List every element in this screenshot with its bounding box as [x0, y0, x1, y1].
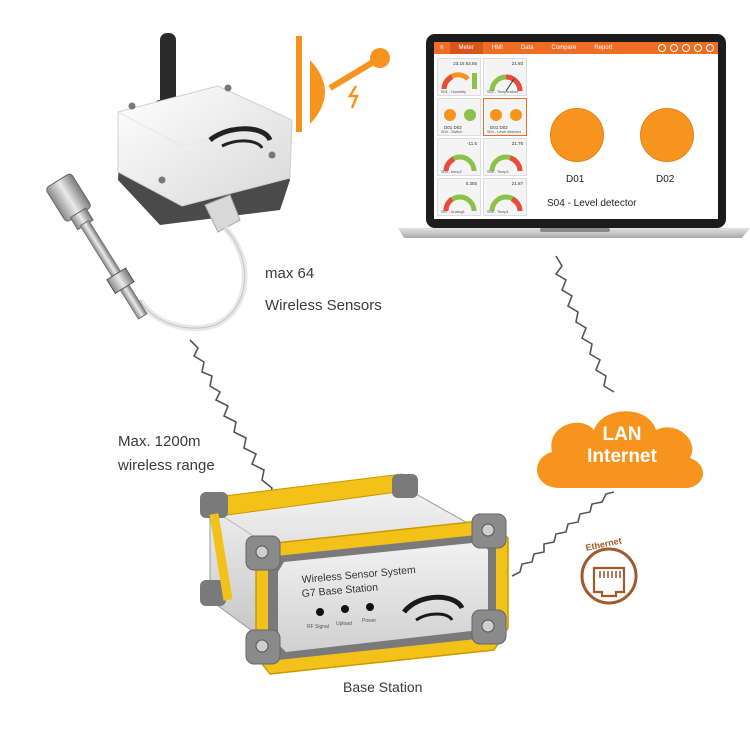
led-label-rf: RF Signal: [307, 624, 329, 630]
wireless-sensor-device: [46, 33, 293, 332]
power-led: [366, 603, 374, 611]
range-label-line2: wireless range: [118, 457, 215, 474]
detector-title: S04 - Level detector: [547, 198, 637, 209]
level-detector-panel: D01 D02: [534, 58, 718, 219]
cloud-label-internet: Internet: [587, 446, 657, 467]
detector-output-d02-label: D02: [656, 174, 675, 185]
laptop-screen: ≡ Meter HMI Data Compare Report 23.15 53…: [434, 42, 718, 219]
tab-compare[interactable]: Compare: [551, 45, 577, 51]
sensor-tile-temperature[interactable]: 21.93 S02 - Temperature: [483, 58, 527, 96]
led-label-upload: Upload: [336, 621, 352, 627]
menu-icon[interactable]: ≡: [440, 45, 444, 51]
sensor-tile-temp4[interactable]: 21.87 S08 - Temp4: [483, 178, 527, 216]
sensor-tile-humidity[interactable]: 23.15 53.56 S01 - Humidity: [437, 58, 481, 96]
sensors-count-label: max 64: [265, 265, 315, 282]
wireless-sensors-label: Wireless Sensors: [265, 297, 382, 314]
tab-data[interactable]: Data: [520, 45, 534, 51]
rf-signal-led: [316, 608, 324, 616]
base-station-device: Wireless Sensor System G7 Base Station R…: [200, 473, 509, 675]
wireless-signal-line: [189, 339, 281, 505]
base-station-label: Base Station: [343, 679, 423, 695]
detector-output-d02-indicator: [640, 108, 694, 162]
range-label-line1: Max. 1200m: [118, 433, 201, 450]
sensor-tile-temp3[interactable]: 21.75 S06 - Temp3: [483, 138, 527, 176]
brand-logo: [402, 594, 465, 614]
sensor-tile-analog1[interactable]: 0.355 S07 - Analog1: [437, 178, 481, 216]
sensor-tile-level-detector[interactable]: D01 D02 S04 - Level detector: [483, 98, 527, 136]
led-label-power: Power: [362, 618, 377, 624]
sensor-tile-temp2[interactable]: -11.5 S05 - temp2: [437, 138, 481, 176]
tab-hmi[interactable]: HMI: [491, 45, 503, 51]
settings-icon[interactable]: [682, 44, 690, 52]
tab-meter[interactable]: Meter: [449, 42, 483, 54]
sensor-tile-switch[interactable]: D01 D02 S04 - Switch: [437, 98, 481, 136]
cloud-text: LAN Internet: [548, 424, 696, 468]
camera-icon[interactable]: [670, 44, 678, 52]
alarm-icon[interactable]: [706, 44, 714, 52]
upload-led: [341, 605, 349, 613]
clock-icon[interactable]: [658, 44, 666, 52]
tab-report[interactable]: Report: [594, 45, 613, 51]
detector-output-d01-indicator: [550, 108, 604, 162]
ethernet-signal-line: [511, 491, 615, 577]
lan-internet-cloud: [537, 411, 704, 489]
level-switch-icon: [296, 36, 390, 132]
temperature-unit-icon[interactable]: [694, 44, 702, 52]
detector-output-d01-label: D01: [566, 174, 585, 185]
laptop-signal-line: [554, 255, 615, 393]
app-nav-bar: ≡ Meter HMI Data Compare Report: [434, 42, 718, 54]
cloud-label-lan: LAN: [602, 424, 642, 445]
ethernet-icon: Ethernet: [580, 535, 638, 605]
